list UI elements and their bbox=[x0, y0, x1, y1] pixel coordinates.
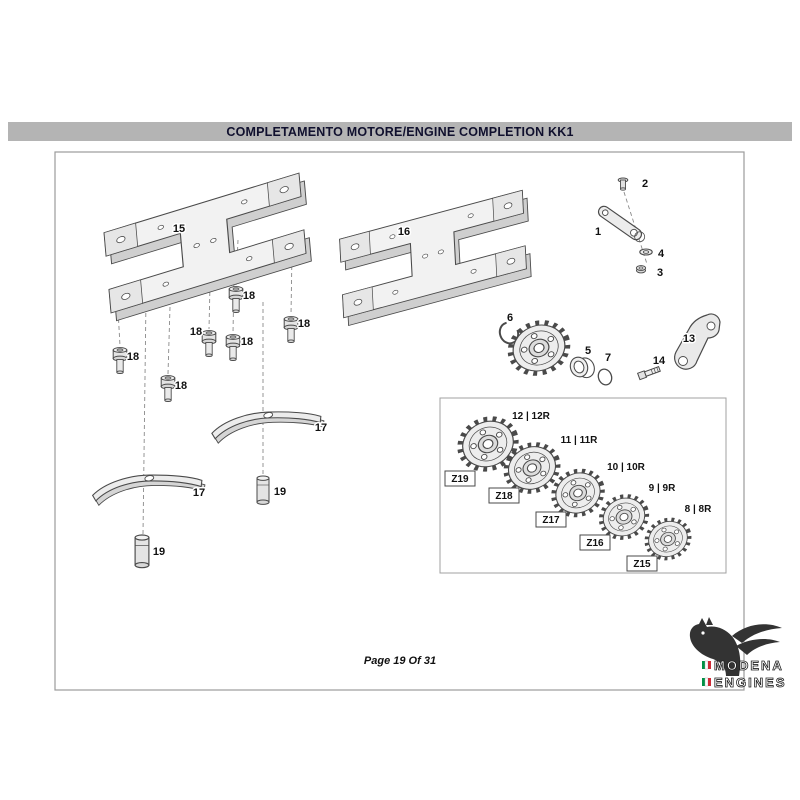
part-label-1: 1 bbox=[595, 226, 601, 238]
sprocket-code-label: Z19 bbox=[451, 474, 469, 485]
part-label-3: 3 bbox=[657, 267, 663, 279]
pin-19 bbox=[256, 475, 270, 505]
title-bar: COMPLETAMENTO MOTORE/ENGINE COMPLETION K… bbox=[8, 122, 792, 141]
part-label-18: 18 bbox=[127, 351, 139, 363]
part-label-18: 18 bbox=[243, 290, 255, 302]
bolt-14 bbox=[636, 366, 661, 381]
sprocket-code-label: Z16 bbox=[586, 538, 604, 549]
plug-part-2 bbox=[617, 177, 629, 191]
part-label-2: 2 bbox=[642, 178, 648, 190]
sprocket-group-z18: 11 | 11R Z18 bbox=[488, 434, 599, 504]
sprocket-group-z15: 8 | 8R Z15 bbox=[626, 503, 713, 572]
pin-19 bbox=[134, 534, 150, 569]
part-label-17: 17 bbox=[315, 422, 327, 434]
sprocket-code-label: Z17 bbox=[542, 515, 560, 526]
part-label-7: 7 bbox=[605, 352, 611, 364]
part-label-4: 4 bbox=[658, 248, 665, 260]
sprocket-group-z16: 9 | 9R Z16 bbox=[579, 482, 677, 551]
lever-arm-1 bbox=[597, 205, 646, 243]
sprocket-code-box bbox=[535, 511, 567, 528]
sprocket-code-label: Z18 bbox=[495, 491, 513, 502]
sprocket-code-box bbox=[444, 470, 476, 487]
part-label-17: 17 bbox=[193, 487, 205, 499]
sprocket-code-box bbox=[579, 534, 611, 551]
washer-4 bbox=[639, 248, 653, 256]
logo-text-engines: ENGINES bbox=[714, 675, 787, 690]
sprocket-code-box bbox=[626, 555, 658, 572]
sprocket-teeth-label: 11 | 11R bbox=[561, 435, 598, 446]
part-label-14: 14 bbox=[653, 355, 666, 367]
sprocket-code-box bbox=[488, 487, 520, 504]
part-label-18: 18 bbox=[175, 380, 187, 392]
part-label-16: 16 bbox=[398, 226, 410, 238]
italian-flag-icon bbox=[702, 660, 711, 687]
sprocket-code-label: Z15 bbox=[633, 559, 651, 570]
part-label-15: 15 bbox=[173, 223, 185, 235]
spacer-bushing-5 bbox=[569, 356, 595, 379]
logo-text-modena: MODENA bbox=[714, 658, 784, 673]
part-label-18: 18 bbox=[298, 318, 310, 330]
part-label-19: 19 bbox=[153, 546, 165, 558]
sprocket-teeth-label: 10 | 10R bbox=[607, 462, 646, 473]
sprocket-teeth-label: 9 | 9R bbox=[649, 483, 676, 494]
sprocket-teeth-label: 12 | 12R bbox=[512, 411, 551, 422]
part-label-19: 19 bbox=[274, 486, 286, 498]
nut-3 bbox=[635, 265, 647, 274]
part-label-5: 5 bbox=[585, 345, 591, 357]
part-label-18: 18 bbox=[241, 336, 253, 348]
lever-bracket-13 bbox=[674, 313, 721, 370]
horse-head-icon bbox=[689, 617, 782, 676]
part-label-6: 6 bbox=[507, 312, 513, 324]
o-ring-7 bbox=[597, 368, 613, 386]
modena-engines-logo: MODENA ENGINES bbox=[689, 617, 787, 690]
sprocket-group-z17: 10 | 10R Z17 bbox=[535, 461, 647, 528]
part-label-13: 13 bbox=[683, 333, 695, 345]
sprocket-group-z19: 12 | 12R Z19 bbox=[444, 410, 552, 487]
page-title: COMPLETAMENTO MOTORE/ENGINE COMPLETION K… bbox=[226, 124, 574, 139]
part-label-18: 18 bbox=[190, 326, 202, 338]
page-number: Page 19 Of 31 bbox=[363, 655, 437, 667]
sprocket-teeth-label: 8 | 8R bbox=[685, 504, 712, 515]
